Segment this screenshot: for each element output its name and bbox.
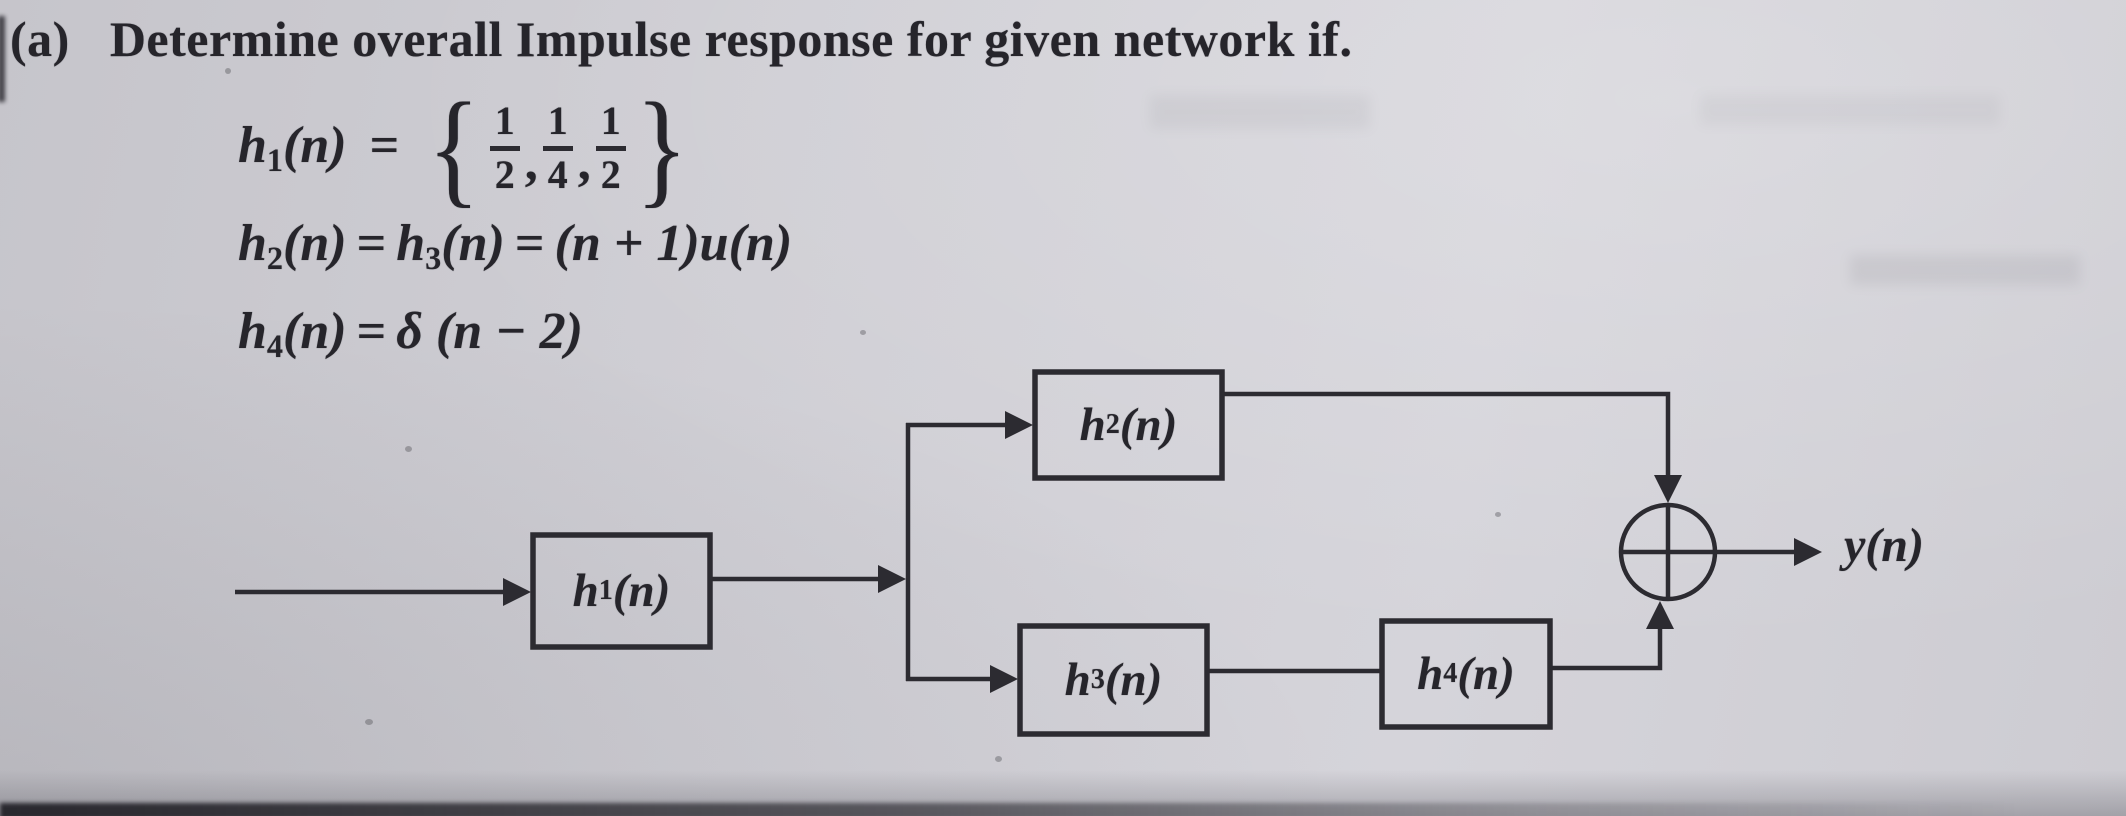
equation-h1: h1(n) = { 1 2 , 1 4 , 1 2 } <box>238 84 692 212</box>
h4-to-sum-line <box>1550 628 1663 671</box>
block-h4 <box>1379 618 1553 730</box>
block-h2 <box>1032 369 1225 481</box>
output-arrowhead <box>1794 538 1822 566</box>
fraction-1: 1 2 <box>489 99 520 196</box>
h2-to-sum-line <box>1222 391 1671 477</box>
fraction-bar <box>489 145 520 151</box>
fraction-3: 1 2 <box>595 99 626 196</box>
equation-h4: h4(n)=δ (n − 2) <box>238 303 583 365</box>
scan-speckle <box>365 719 373 725</box>
scan-speckle <box>860 330 866 335</box>
block-h3 <box>1017 623 1210 737</box>
block-h1 <box>530 532 713 650</box>
scan-edge-artifact <box>0 16 5 102</box>
scan-speckle <box>225 68 231 74</box>
scan-smudge <box>1150 95 1370 129</box>
scan-speckle <box>405 446 412 452</box>
input-arrowhead <box>503 578 531 606</box>
close-brace: } <box>635 77 688 219</box>
h1-output-arrowhead <box>878 565 906 593</box>
h2-feed-arrowhead <box>1005 411 1033 439</box>
fraction-2: 1 4 <box>542 99 573 196</box>
fraction-group: 1 2 , 1 4 , 1 2 <box>485 99 631 196</box>
scan-smudge <box>1850 255 2080 285</box>
sum-bottom-arrowhead <box>1646 601 1674 629</box>
sum-top-arrowhead <box>1654 475 1682 503</box>
scan-speckle <box>995 756 1002 762</box>
scan-smudge <box>1700 95 2000 125</box>
output-signal-label: y(n) <box>1844 519 1924 572</box>
page-title: Determine overall Impulse response for g… <box>109 11 1353 67</box>
fraction-bar <box>542 145 573 151</box>
equation-h1-lhs: h1(n) = <box>238 117 400 179</box>
problem-part-label: (a) <box>10 11 70 67</box>
problem-header: (a) Determine overall Impulse response f… <box>10 10 1352 68</box>
h3-feed-arrowhead <box>990 665 1018 693</box>
scan-bottom-shadow <box>0 803 2126 816</box>
equation-h2-h3: h2(n)=h3(n)=(n + 1)u(n) <box>238 215 793 277</box>
open-brace: { <box>427 77 481 219</box>
fraction-bar <box>595 145 626 151</box>
summing-junction-icon <box>1618 502 1718 602</box>
scan-speckle <box>1495 512 1501 517</box>
